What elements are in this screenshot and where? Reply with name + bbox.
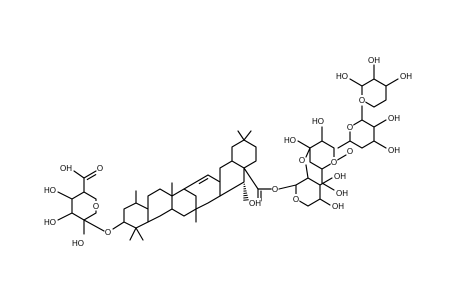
rha-oh6: OH	[336, 189, 348, 198]
ring-e	[219, 160, 245, 197]
label-mask	[332, 201, 344, 211]
ara-o2-label: O	[299, 156, 305, 165]
label-mask	[298, 155, 306, 165]
xyl-oh-bond	[385, 78, 399, 87]
c16-hydroxy-hash	[243, 183, 249, 201]
qui-oh4: OH	[388, 114, 400, 123]
methyl-bond	[129, 227, 137, 241]
hash-stroke	[243, 196, 249, 199]
label-mask	[292, 194, 300, 204]
stereo-bond-layer	[243, 183, 249, 201]
glcA-carbonyl-double	[86, 174, 97, 181]
label-mask	[271, 184, 279, 194]
label-mask	[330, 157, 338, 167]
qui-methyl-bond	[337, 140, 351, 149]
xyl-oh4: OH	[400, 72, 412, 81]
xyl-oh2: HO	[336, 72, 348, 81]
c3-oxygen-bond	[112, 221, 125, 230]
label-mask	[60, 163, 72, 173]
ara-ring	[295, 177, 321, 207]
qui-oh-bond	[373, 119, 387, 128]
label-mask	[284, 135, 296, 145]
rha-oh3: HO	[284, 136, 296, 145]
glcA-oh-bond	[57, 212, 73, 221]
ester-oxygen-label: O	[272, 185, 278, 194]
rha-o4-label: O	[347, 147, 353, 156]
glcA-cooh-bond	[83, 170, 97, 179]
label-mask	[358, 95, 366, 105]
label-mask	[44, 217, 56, 227]
rha-oh2: HO	[312, 117, 324, 126]
qui-oh3: OH	[388, 146, 400, 155]
label-mask	[96, 163, 104, 173]
methyl-bond	[243, 130, 252, 141]
atom-label-layer: OOHOOOOHHOHOHOOOHOHOOHOHOOHOOOHOHOOHOOHO…	[44, 55, 412, 248]
label-mask	[72, 238, 84, 248]
label-mask	[312, 116, 324, 126]
xyl-oh-bond	[349, 78, 363, 87]
label-mask	[388, 113, 400, 123]
ara-o2-bond	[305, 164, 309, 179]
label-mask	[400, 71, 412, 81]
glcA-oh-bond	[73, 170, 85, 179]
label-mask	[346, 146, 354, 156]
xyl-ring-oxygen: O	[359, 96, 365, 105]
label-mask	[336, 71, 348, 81]
xyl-oh3: OH	[368, 56, 380, 65]
ara-oh3: OH	[334, 172, 346, 181]
glcA-ring-oxygen: O	[93, 202, 99, 211]
label-mask	[92, 201, 100, 211]
label-mask	[249, 198, 261, 208]
ring-f	[231, 139, 257, 169]
label-mask	[346, 122, 354, 132]
glcA-carbonyl-o: O	[97, 164, 103, 173]
glcA-oh3: HO	[44, 218, 56, 227]
alkene-c12-c13	[198, 178, 209, 185]
ring-a	[123, 202, 149, 229]
qui-ring	[349, 119, 375, 149]
glcA-oh2: HO	[72, 239, 84, 248]
rha-oh-bond	[297, 140, 311, 149]
methyl-bond	[135, 227, 144, 241]
label-mask	[388, 145, 400, 155]
ara-oh-bond	[319, 177, 333, 186]
label-mask	[368, 55, 380, 65]
rha-c6-bond	[321, 182, 335, 191]
methyl-bond	[237, 130, 245, 141]
glcA-oh-bond	[57, 191, 73, 200]
glycosidic-bond	[83, 219, 105, 232]
c16-hydroxy-label: OH	[249, 199, 261, 208]
carboxyl-bond	[243, 167, 259, 190]
ara-oh-bond	[319, 198, 331, 206]
rha-ring-oxygen: O	[331, 158, 337, 167]
label-mask	[44, 185, 56, 195]
xyl-ring	[361, 78, 387, 108]
label-mask	[334, 171, 346, 181]
c3-oxygen-label: O	[105, 228, 111, 237]
label-mask	[336, 188, 348, 198]
label-mask	[104, 227, 112, 237]
ring-b	[147, 188, 173, 223]
glycosidic-bond	[305, 147, 311, 158]
qui-oh-bond	[373, 140, 387, 149]
ester-link-bond	[278, 184, 297, 190]
ring-c	[171, 188, 197, 217]
qui-ring-oxygen: O	[347, 123, 353, 132]
ara-ring-oxygen: O	[293, 195, 299, 204]
ara-oh4: OH	[332, 202, 344, 211]
glcA-oh4: HO	[44, 186, 56, 195]
hash-stroke	[243, 199, 249, 201]
glcA-cooh-oh: OH	[60, 164, 72, 173]
